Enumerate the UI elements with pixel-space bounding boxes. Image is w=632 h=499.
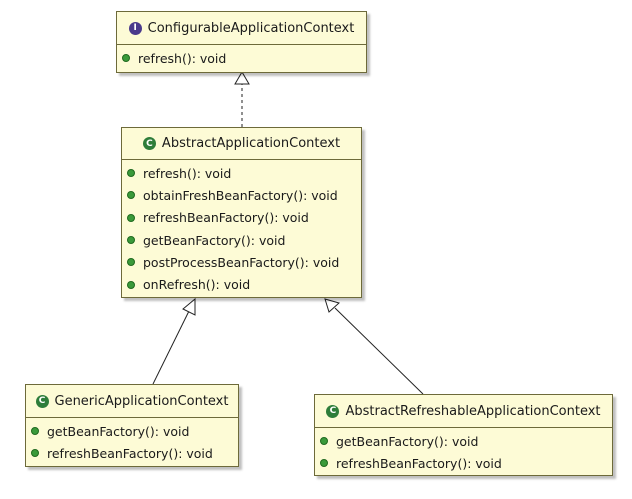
interface-icon: I — [128, 21, 142, 35]
method-signature: onRefresh(): void — [143, 277, 251, 293]
public-method-icon — [320, 459, 328, 467]
class-configurable-application-context[interactable]: I ConfigurableApplicationContext refresh… — [116, 11, 367, 73]
class-header: C GenericApplicationContext — [26, 385, 238, 418]
public-method-icon — [31, 449, 39, 457]
generalization-line-generic — [152, 310, 190, 385]
public-method-icon — [127, 258, 135, 267]
realization-arrowhead — [234, 71, 250, 85]
method-signature: refreshBeanFactory(): void — [143, 210, 309, 226]
generalization-arrowhead-refreshable — [324, 298, 341, 313]
class-name: ConfigurableApplicationContext — [147, 20, 355, 36]
method-list: refresh(): void obtainFreshBeanFactory()… — [122, 160, 361, 296]
class-name: AbstractApplicationContext — [161, 136, 341, 151]
method-signature: refresh(): void — [143, 165, 232, 181]
method-item: refreshBeanFactory(): void — [26, 442, 238, 464]
class-header: I ConfigurableApplicationContext — [117, 12, 366, 45]
class-abstract-application-context[interactable]: C AbstractApplicationContext refresh(): … — [121, 127, 362, 298]
class-icon: C — [35, 394, 49, 408]
method-signature: postProcessBeanFactory(): void — [143, 254, 340, 270]
method-list: getBeanFactory(): void refreshBeanFactor… — [315, 428, 612, 474]
public-method-icon — [122, 54, 130, 62]
generalization-arrowhead-generic — [182, 297, 196, 316]
class-icon: C — [326, 404, 340, 418]
public-method-icon — [127, 191, 135, 200]
method-signature: getBeanFactory(): void — [143, 232, 286, 248]
class-abstract-refreshable-application-context[interactable]: C AbstractRefreshableApplicationContext … — [314, 394, 613, 476]
public-method-icon — [320, 437, 328, 445]
method-item: getBeanFactory(): void — [26, 420, 238, 442]
generalization-line-refreshable — [334, 307, 424, 395]
public-method-icon — [127, 213, 135, 222]
method-signature: getBeanFactory(): void — [336, 433, 479, 449]
method-signature: refreshBeanFactory(): void — [336, 455, 502, 471]
method-item: obtainFreshBeanFactory(): void — [122, 184, 361, 206]
public-method-icon — [127, 169, 135, 178]
class-generic-application-context[interactable]: C GenericApplicationContext getBeanFacto… — [25, 384, 239, 467]
class-header: C AbstractRefreshableApplicationContext — [315, 395, 612, 428]
method-item: refreshBeanFactory(): void — [315, 452, 612, 474]
method-item: postProcessBeanFactory(): void — [122, 251, 361, 273]
class-name: GenericApplicationContext — [54, 393, 229, 409]
public-method-icon — [127, 236, 135, 245]
public-method-icon — [31, 427, 39, 435]
class-name: AbstractRefreshableApplicationContext — [345, 403, 601, 419]
public-method-icon — [127, 280, 135, 289]
method-signature: obtainFreshBeanFactory(): void — [143, 187, 338, 203]
method-item: refresh(): void — [122, 162, 361, 184]
method-signature: getBeanFactory(): void — [47, 423, 190, 439]
method-list: getBeanFactory(): void refreshBeanFactor… — [26, 418, 238, 464]
class-header: C AbstractApplicationContext — [122, 128, 361, 160]
method-list: refresh(): void — [117, 45, 366, 69]
method-item: refresh(): void — [117, 47, 366, 69]
class-icon: C — [142, 137, 156, 150]
method-item: onRefresh(): void — [122, 273, 361, 295]
method-item: getBeanFactory(): void — [315, 430, 612, 452]
method-item: refreshBeanFactory(): void — [122, 207, 361, 229]
method-item: getBeanFactory(): void — [122, 229, 361, 251]
method-signature: refresh(): void — [138, 50, 227, 66]
method-signature: refreshBeanFactory(): void — [47, 445, 213, 461]
